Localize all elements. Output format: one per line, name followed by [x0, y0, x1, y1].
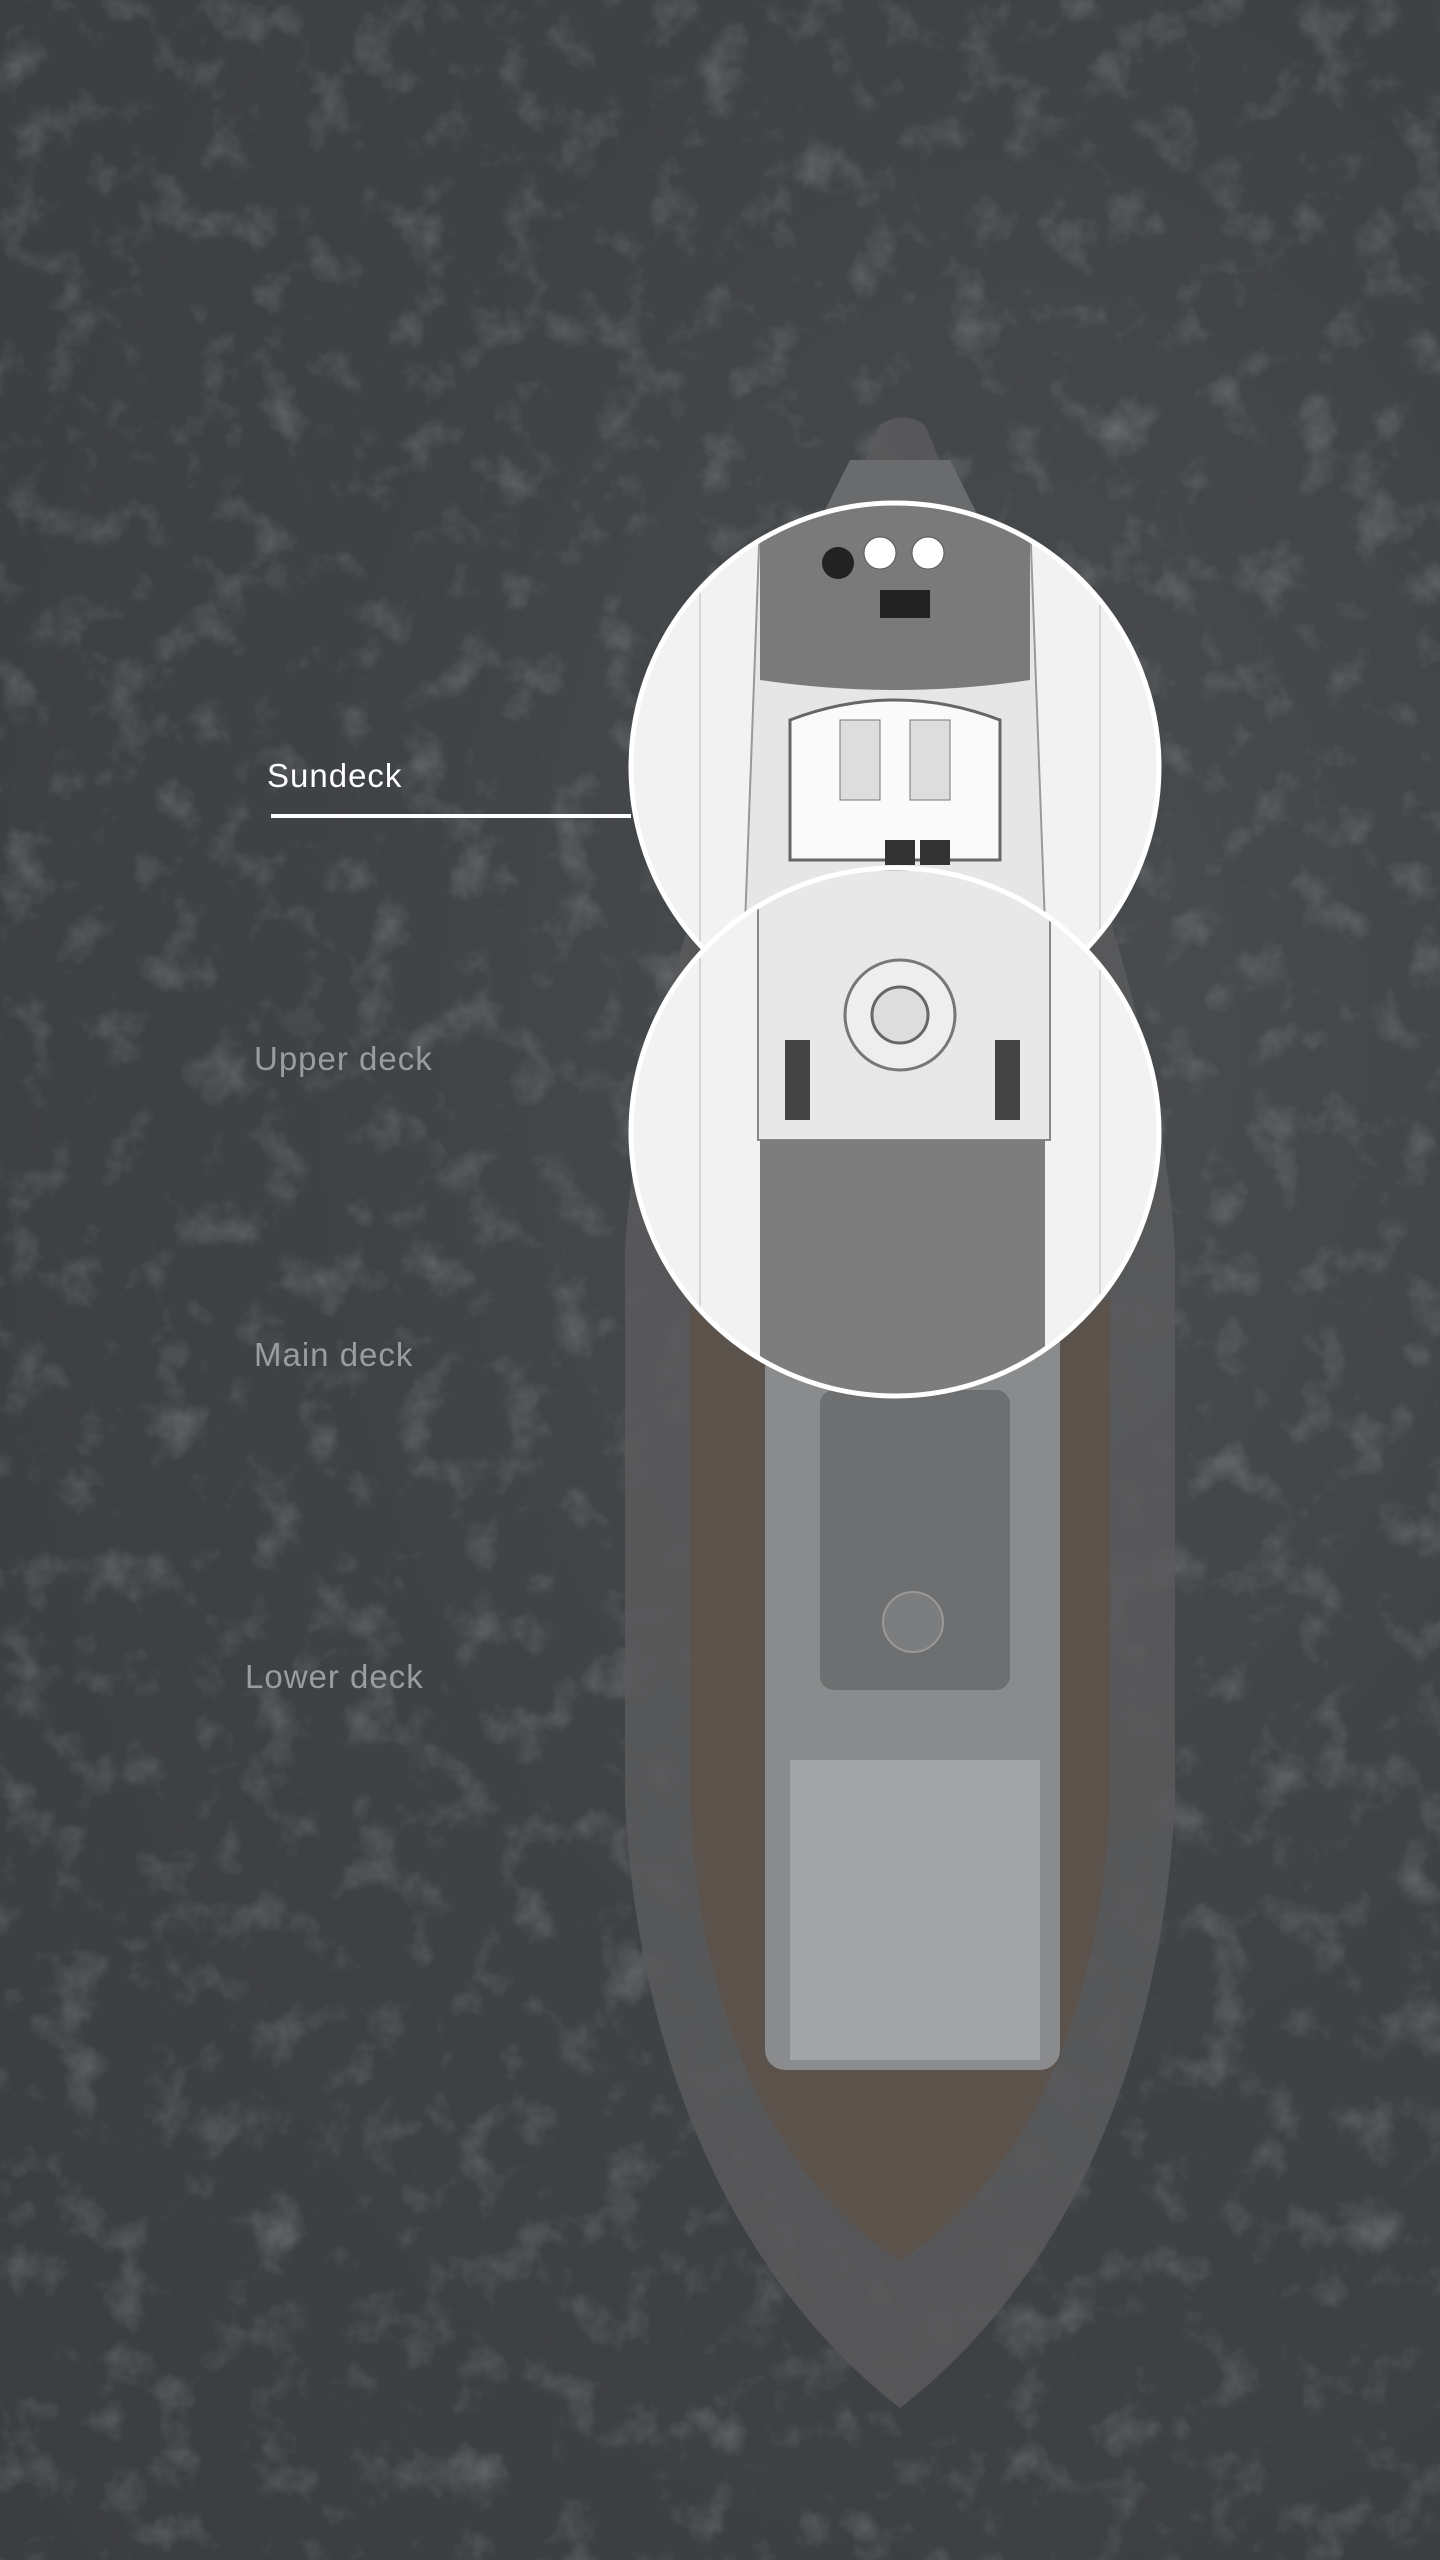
deck-label-lower-deck[interactable]: Lower deck — [245, 1658, 424, 1695]
deck-label-main-deck[interactable]: Main deck — [254, 1336, 414, 1373]
deck-label-upper-deck[interactable]: Upper deck — [254, 1040, 433, 1077]
sundeck-leader-line — [271, 814, 631, 818]
deck-highlight-ring — [628, 865, 1162, 1399]
deck-label-sundeck[interactable]: Sundeck — [267, 757, 403, 794]
